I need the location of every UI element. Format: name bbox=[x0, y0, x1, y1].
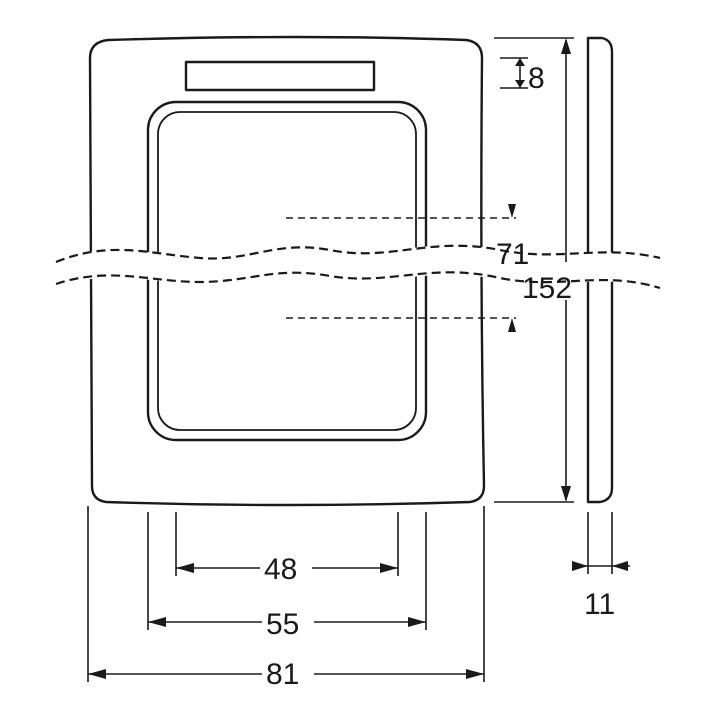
dimension-label-11: 11 bbox=[584, 588, 615, 621]
label-window bbox=[184, 60, 376, 92]
frame-outer-outline bbox=[88, 35, 486, 507]
width55-label-bg bbox=[262, 604, 314, 638]
width81-arrow-right bbox=[466, 669, 484, 679]
dimension-label-48: 48 bbox=[264, 553, 297, 586]
label-dim-arrow-top bbox=[515, 58, 525, 66]
depth-arrow-right bbox=[612, 561, 628, 571]
height-dim-arrow-bottom bbox=[561, 486, 571, 502]
width81-label-bg bbox=[262, 656, 314, 690]
label-dim-arrow-bottom bbox=[515, 80, 525, 88]
depth-arrow-left bbox=[572, 561, 588, 571]
break-line-upper bbox=[55, 244, 661, 264]
width48-arrow-right bbox=[380, 563, 398, 573]
width81-arrow-left bbox=[88, 669, 106, 679]
height-dim-arrow-top bbox=[561, 38, 571, 54]
dimension-label-8: 8 bbox=[528, 62, 545, 95]
width48-label-bg bbox=[260, 550, 312, 584]
dimension-label-71: 71 bbox=[496, 238, 529, 271]
dimension-label-152: 152 bbox=[522, 272, 572, 305]
side-view-outline bbox=[586, 36, 614, 504]
center-arrow-upper bbox=[508, 204, 516, 218]
width55-arrow-left bbox=[148, 617, 166, 627]
center-arrow-lower bbox=[508, 318, 516, 332]
dimension-label-55: 55 bbox=[266, 608, 299, 641]
dimension-label-81: 81 bbox=[266, 658, 299, 691]
break-line-lower bbox=[55, 271, 661, 290]
width48-arrow-left bbox=[176, 563, 194, 573]
width55-arrow-right bbox=[408, 617, 426, 627]
